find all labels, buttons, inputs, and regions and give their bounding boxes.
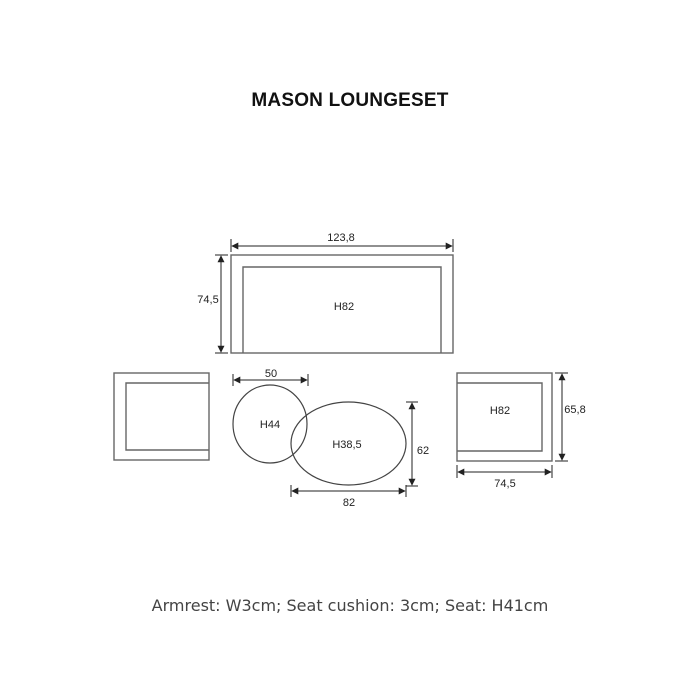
sofa: H82 123,8 74,5 bbox=[197, 232, 454, 354]
side-table-height-label: H44 bbox=[260, 419, 280, 431]
sofa-width-label: 123,8 bbox=[327, 232, 355, 244]
side-table: H44 50 bbox=[232, 368, 309, 464]
sofa-height-label: H82 bbox=[334, 301, 354, 313]
side-table-diameter-label: 50 bbox=[265, 368, 277, 380]
chair-left-seat-outline bbox=[125, 382, 209, 451]
coffee-table-width-label: 82 bbox=[343, 497, 355, 509]
chair-right: H82 65,8 74,5 bbox=[456, 372, 586, 490]
coffee-table: H38,5 62 82 bbox=[290, 401, 429, 509]
side-table-outline bbox=[232, 384, 308, 464]
page-title: MASON LOUNGESET bbox=[251, 90, 449, 111]
chair-left-outline bbox=[113, 372, 210, 461]
coffee-table-height-label: H38,5 bbox=[332, 439, 361, 451]
coffee-table-outline bbox=[290, 401, 407, 486]
chair-right-outline bbox=[456, 372, 553, 462]
chair-right-height-label: H82 bbox=[490, 405, 510, 417]
chair-right-depth-label: 65,8 bbox=[564, 404, 585, 416]
coffee-table-depth-label: 62 bbox=[417, 445, 429, 457]
chair-left bbox=[113, 372, 210, 461]
chair-right-width-label: 74,5 bbox=[494, 478, 515, 490]
chair-right-seat-outline bbox=[457, 382, 543, 452]
sofa-outline bbox=[230, 254, 454, 354]
sofa-seat-outline bbox=[242, 266, 442, 353]
sofa-depth-label: 74,5 bbox=[197, 294, 218, 306]
dimension-footnote: Armrest: W3cm; Seat cushion: 3cm; Seat: … bbox=[151, 596, 549, 615]
